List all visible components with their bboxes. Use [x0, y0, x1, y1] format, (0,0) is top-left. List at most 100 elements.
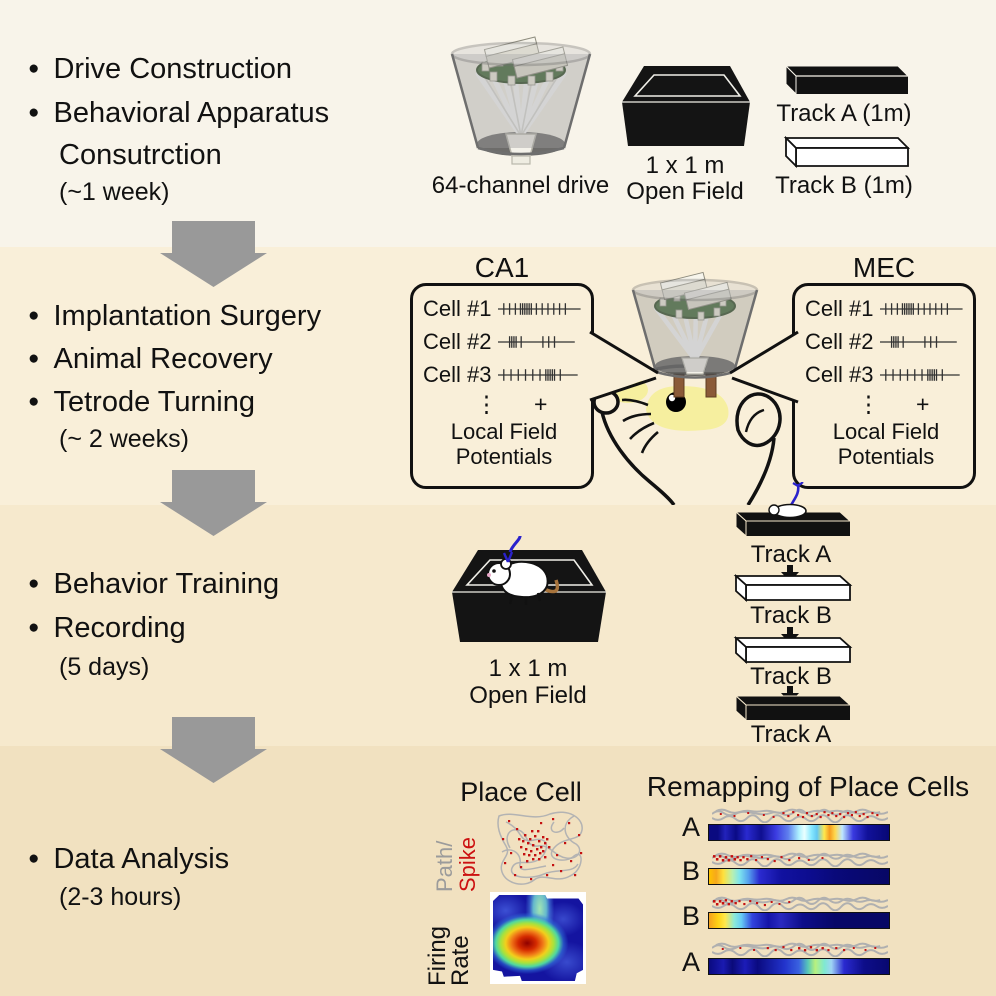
spike-raster-3 — [880, 368, 960, 381]
down-arrow-icon — [781, 686, 799, 703]
spike-raster-3 — [498, 368, 578, 381]
open-field-label-line2: Open Field — [626, 178, 744, 205]
bullet-behavioral-apparatus: ● Behavioral Apparatus — [28, 97, 329, 129]
drive-cup — [633, 290, 757, 372]
rat-chin-line — [600, 411, 676, 505]
sequence-track-label: Track B — [750, 663, 832, 690]
place-cell-title: Place Cell — [460, 777, 582, 807]
cell-row: Cell #1 — [805, 292, 967, 325]
track-a-illustration — [734, 694, 852, 722]
vertical-ellipsis: ⋮ — [475, 391, 498, 417]
cell-row: Cell #3 — [423, 358, 585, 391]
bullet-dot: ● — [28, 58, 40, 79]
sequence-track-label: Track A — [750, 541, 832, 568]
sequence-track-label: Track B — [750, 602, 832, 629]
remap-row-label: A — [681, 812, 700, 842]
bullet-text: Drive Construction — [53, 53, 293, 85]
firing-label-line1: Firing — [424, 925, 451, 986]
section-construction-band — [0, 0, 996, 247]
track-a-with-rat — [734, 482, 852, 538]
linear-path-strip — [712, 852, 888, 867]
down-arrow-icon — [781, 627, 799, 644]
remap-row-label: B — [681, 856, 700, 886]
cell-row: Cell #2 — [423, 325, 585, 358]
track-a-label: Track A (1m) — [776, 100, 912, 127]
cell-label: Cell #3 — [423, 361, 492, 387]
cell-label: Cell #3 — [805, 361, 874, 387]
open-field-label-line2: Open Field — [469, 682, 587, 709]
open-field-label-line1: 1 x 1 m — [488, 655, 568, 682]
cell-label: Cell #1 — [805, 295, 874, 321]
spike-raster-2 — [498, 335, 575, 348]
spike-dots — [712, 899, 791, 907]
lfp-label: Local Field Potentials — [450, 419, 558, 469]
mec-title: MEC — [852, 252, 916, 283]
firing-rate-map — [490, 892, 586, 984]
drive-label: 64-channel drive — [431, 172, 610, 199]
cable-split — [502, 551, 514, 563]
bullet-implantation-surgery: ● Implantation Surgery — [28, 300, 321, 332]
cell-label: Cell #2 — [805, 328, 874, 354]
bullet-data-analysis: ● Data Analysis — [28, 843, 229, 875]
connector-1 — [483, 36, 541, 69]
spike-dots — [712, 855, 824, 863]
mec-box: Cell #1 Cell #2 Cell #3 ⋮ + Local — [792, 283, 976, 489]
remap-row-label: A — [681, 947, 700, 977]
open-field-illustration — [622, 66, 750, 146]
cell-label: Cell #1 — [423, 295, 492, 321]
bullet-recording: ● Recording — [28, 612, 186, 644]
duration-label: (~ 2 weeks) — [59, 425, 189, 453]
bullet-text: Implantation Surgery — [53, 300, 322, 332]
rat-whiskers — [621, 398, 659, 454]
spike-dots — [502, 818, 583, 881]
bullet-behavior-training: ● Behavior Training — [28, 568, 279, 600]
path-spike-label: Path/ Spike — [432, 808, 480, 892]
open-field-label-line1: 1 x 1 m — [645, 152, 725, 179]
firing-label-line2: Rate — [447, 935, 474, 986]
drive-cup — [452, 54, 590, 148]
bullet-text: Behavioral Apparatus — [53, 97, 330, 129]
firing-rate-heatmap — [493, 895, 583, 981]
down-arrow-icon — [781, 565, 799, 582]
bullet-dot: ● — [28, 573, 40, 594]
track-a-illustration — [784, 64, 910, 96]
section-surgery-band — [0, 247, 996, 505]
rat-back-line — [746, 437, 776, 505]
bullet-text: Tetrode Turning — [53, 386, 255, 418]
remap-row-label: B — [681, 901, 700, 931]
bullet-dot: ● — [28, 348, 40, 369]
cell-row: Cell #2 — [805, 325, 967, 358]
bullet-dot: ● — [28, 102, 40, 123]
flow-arrow-1 — [160, 221, 267, 287]
flow-arrow-3 — [160, 717, 267, 783]
linearized-rate-map-a2 — [708, 958, 890, 975]
plus-sign: + — [534, 391, 548, 417]
path-label: Path/ — [432, 840, 457, 892]
linearized-rate-map-b2 — [708, 912, 890, 929]
rat-ear — [735, 392, 782, 448]
track-b-label: Track B (1m) — [775, 172, 913, 199]
bullet-animal-recovery: ● Animal Recovery — [28, 343, 273, 375]
cell-row: Cell #1 — [423, 292, 585, 325]
spike-raster-2 — [880, 335, 957, 348]
flow-arrow-2 — [160, 470, 267, 536]
bullet-text: Recording — [53, 612, 186, 644]
spike-label: Spike — [455, 836, 480, 892]
ellipsis-plus-row: ⋮ + — [805, 391, 967, 417]
remapping-title: Remapping of Place Cells — [646, 771, 970, 802]
cell-label: Cell #2 — [423, 328, 492, 354]
ellipsis-plus-row: ⋮ + — [423, 391, 585, 417]
track-b-illustration — [733, 574, 853, 602]
white-rat-body — [499, 560, 549, 599]
duration-label: (2-3 hours) — [59, 883, 182, 911]
vertical-ellipsis: ⋮ — [857, 391, 880, 417]
sequence-track-label: Track A — [750, 721, 832, 748]
rat-eye — [492, 569, 496, 573]
recording-cable — [508, 536, 522, 553]
spike-raster-1 — [498, 302, 581, 315]
track-b-illustration — [733, 636, 853, 664]
duration-label: (~1 week) — [59, 178, 170, 206]
drive-illustration — [450, 36, 592, 165]
speech-bubble-pointers — [588, 330, 800, 404]
